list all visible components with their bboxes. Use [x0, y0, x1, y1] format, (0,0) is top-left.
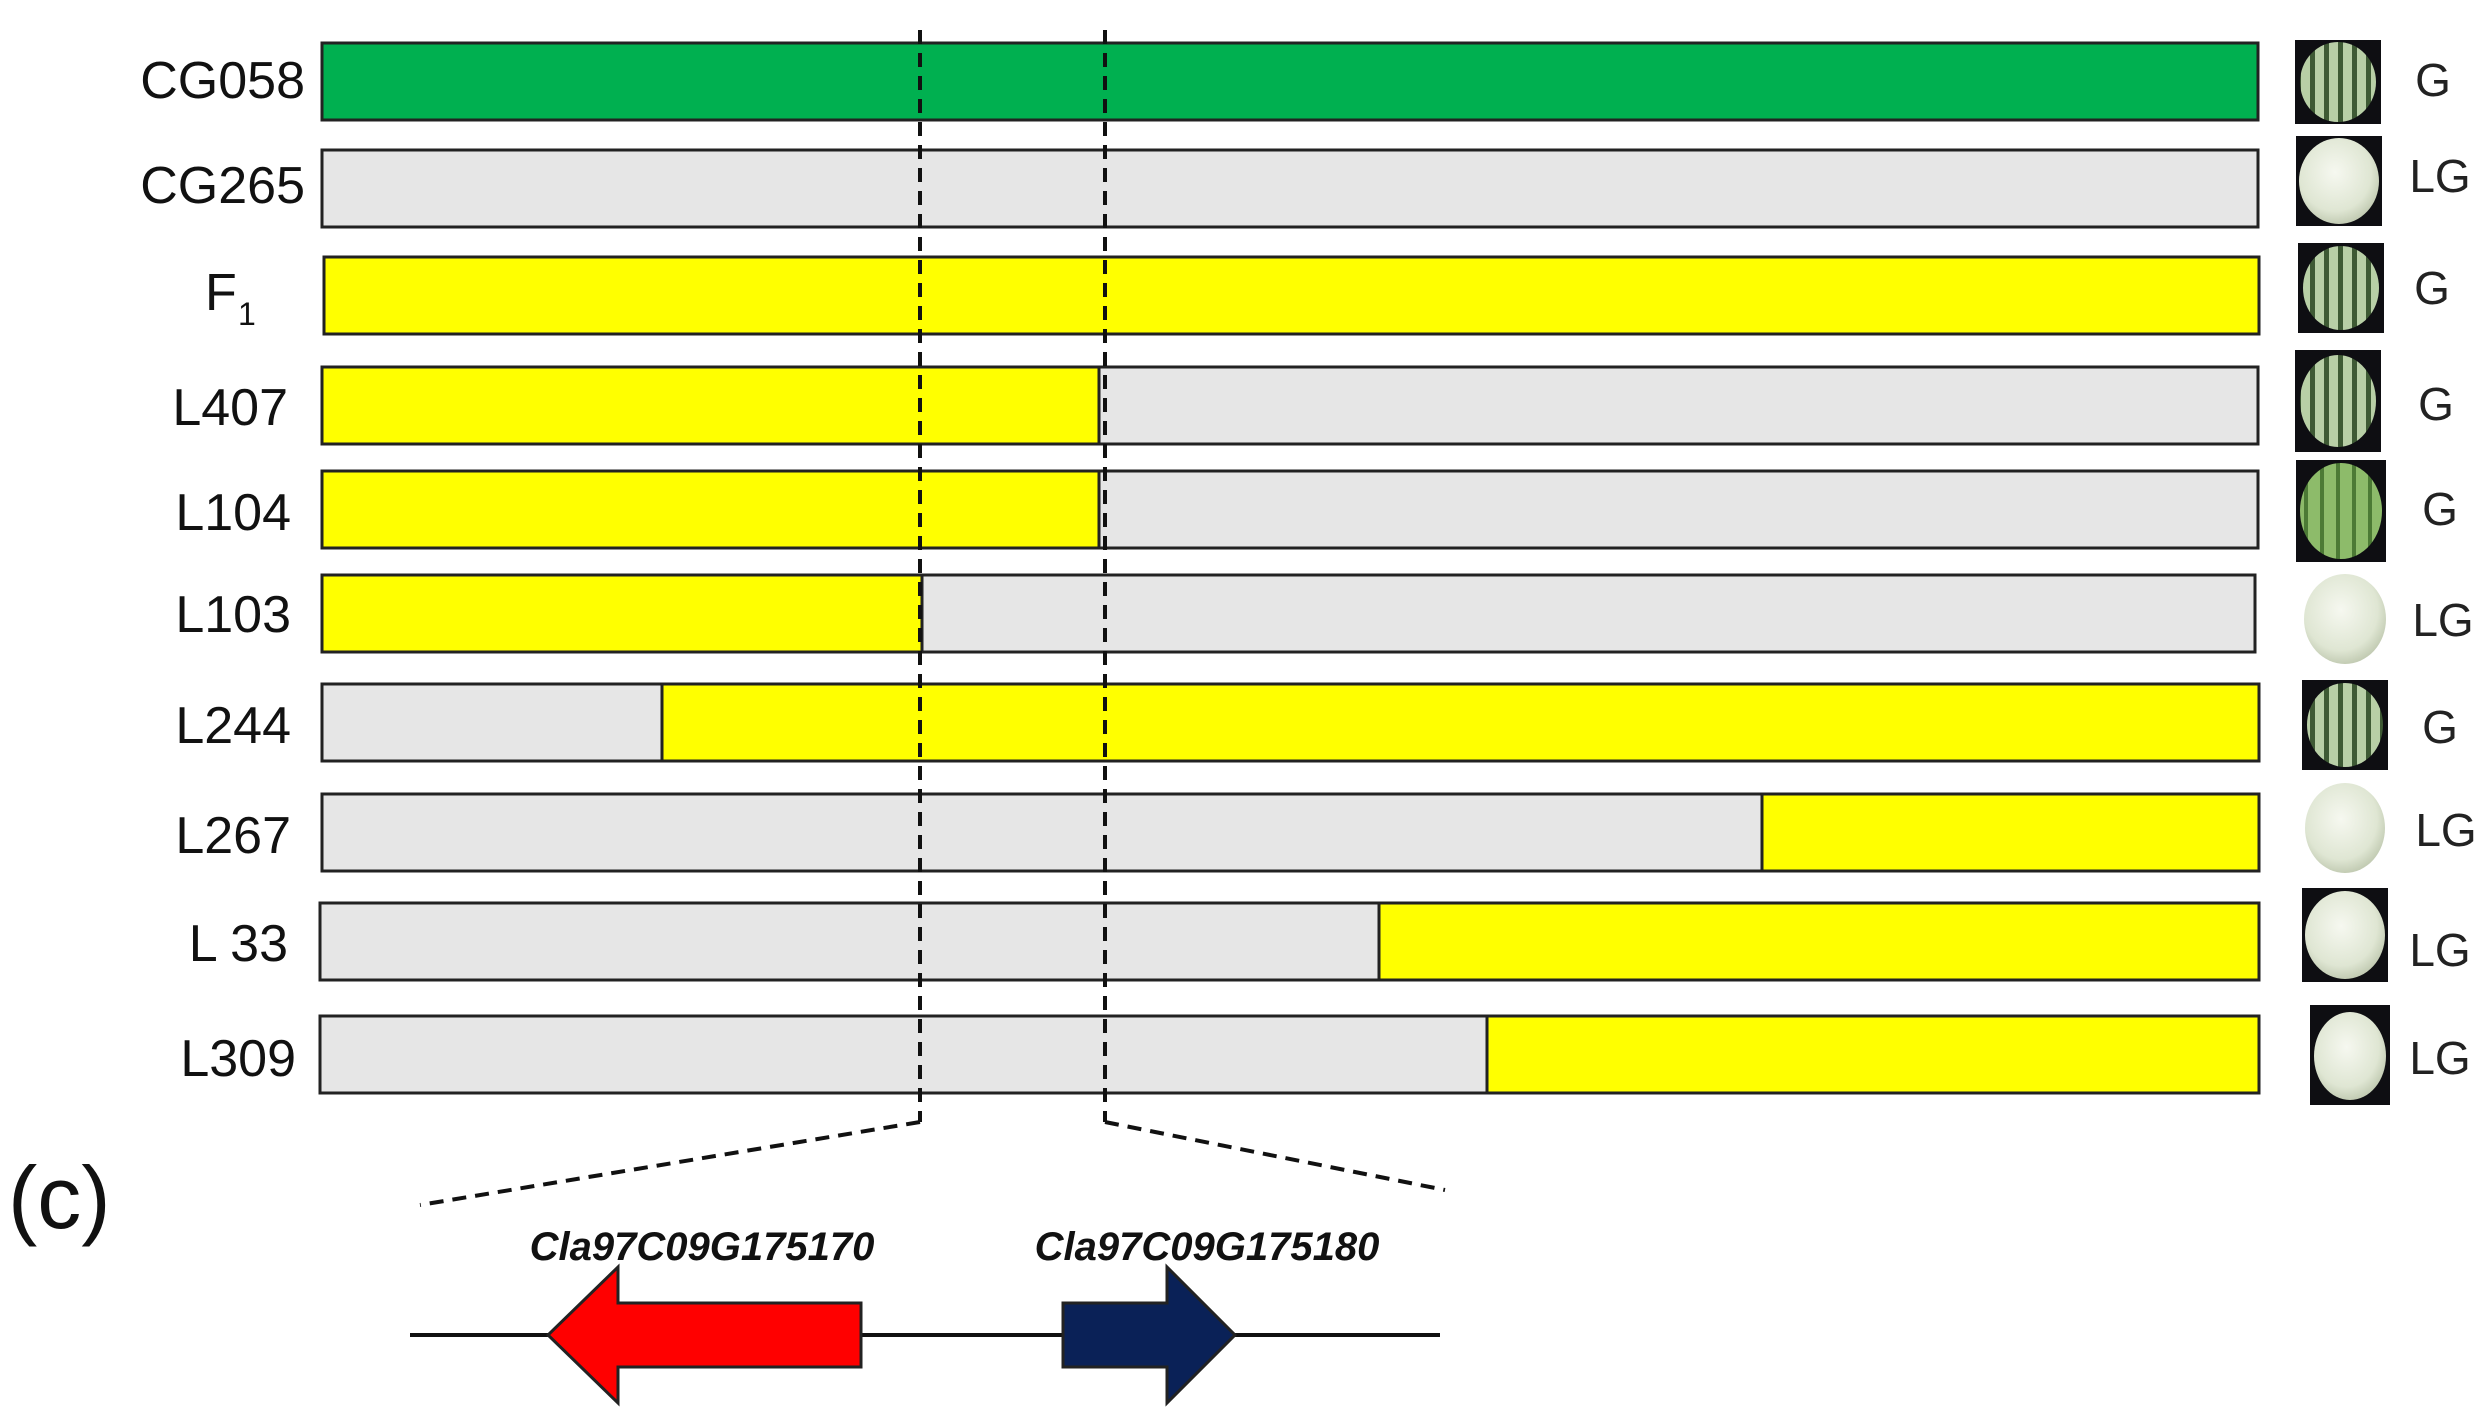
chromosome-bar-segment — [320, 365, 1101, 446]
phenotype-label: G — [2422, 701, 2458, 753]
chromosome-bar-segment — [1097, 365, 2260, 446]
fruit-photo — [2302, 780, 2388, 876]
row-label: L244 — [175, 697, 291, 755]
row-l244: L244 G — [175, 680, 2458, 770]
chromosome-bar-segment — [1485, 1014, 2261, 1095]
gene-label-right: Cla97C09G175180 — [1035, 1225, 1380, 1269]
gene-arrow-left-icon — [545, 1263, 863, 1407]
phenotype-label: G — [2422, 483, 2458, 535]
chromosome-bar-segment — [320, 469, 1101, 550]
row-label: L 33 — [189, 915, 288, 973]
row-label: CG058 — [140, 52, 305, 110]
panel-label: (c) — [8, 1148, 111, 1247]
phenotype-label: LG — [2409, 1032, 2470, 1084]
fruit-photo — [2302, 573, 2388, 665]
row-cg058: CG058 G — [140, 40, 2451, 124]
gene-arrow-right-icon — [1061, 1263, 1238, 1407]
phenotype-label: LG — [2412, 594, 2473, 646]
row-label: L267 — [175, 807, 291, 865]
chromosome-bar-segment — [920, 573, 2257, 654]
row-label-subscript: 1 — [238, 296, 256, 332]
phenotype-label: LG — [2409, 924, 2470, 976]
phenotype-label: LG — [2415, 804, 2476, 856]
chromosome-bar-segment — [320, 148, 2260, 229]
chromosome-bar-segment — [1097, 469, 2260, 550]
chromosome-bar-segment — [318, 901, 1381, 982]
fruit-photo — [2295, 350, 2381, 452]
row-label: F — [205, 264, 237, 322]
fruit-photo — [2302, 680, 2388, 770]
fruit-photo — [2302, 888, 2388, 982]
chromosome-bar-segment — [660, 682, 2261, 763]
row-l407: L407 G — [172, 350, 2454, 452]
chromosome-bar-segment — [320, 41, 2260, 122]
row-l267: L267 LG — [175, 780, 2477, 876]
gene-model: Cla97C09G175170 Cla97C09G175180 — [410, 1225, 1440, 1407]
row-label: L309 — [180, 1030, 296, 1088]
row-f1: F 1 G — [205, 243, 2450, 336]
row-label: CG265 — [140, 157, 305, 215]
phenotype-label: G — [2418, 378, 2454, 430]
fruit-photo — [2296, 460, 2386, 562]
row-l309: L309 LG — [180, 1005, 2471, 1105]
fruit-photo — [2298, 243, 2384, 333]
chromosome-bar-segment — [322, 255, 2261, 336]
phenotype-label: G — [2414, 262, 2450, 314]
row-l33: L 33 LG — [189, 888, 2471, 982]
chromosome-bar-segment — [320, 792, 1764, 873]
row-label: L103 — [175, 586, 291, 644]
row-label: L104 — [175, 484, 291, 542]
chromosome-bar-segment — [320, 573, 924, 654]
fruit-photo — [2295, 40, 2381, 124]
row-l104: L104 G — [175, 460, 2458, 562]
phenotype-label: G — [2415, 54, 2451, 106]
row-cg265: CG265 LG — [140, 136, 2471, 229]
fruit-photo — [2310, 1005, 2390, 1105]
row-l103: L103 LG — [175, 573, 2474, 665]
row-label: L407 — [172, 379, 288, 437]
candidate-interval-lines — [419, 30, 1446, 1207]
phenotype-label: LG — [2409, 150, 2470, 202]
gene-label-left: Cla97C09G175170 — [530, 1225, 875, 1269]
chromosome-bar-segment — [320, 682, 664, 763]
chromosome-bar-segment — [1377, 901, 2261, 982]
chromosome-bar-segment — [1760, 792, 2261, 873]
chromosome-bar-segment — [318, 1014, 1489, 1095]
fruit-photo — [2296, 136, 2382, 226]
